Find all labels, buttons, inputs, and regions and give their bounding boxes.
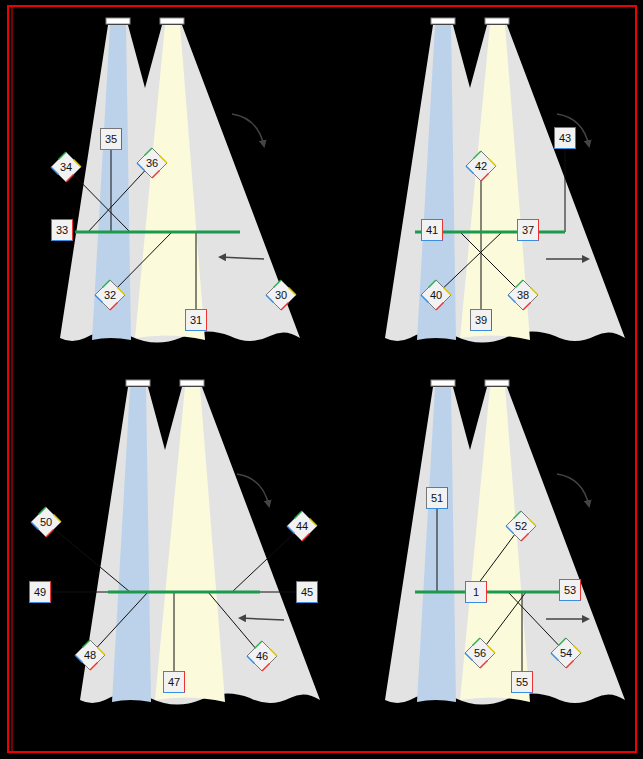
callout-number: 53 <box>564 585 576 596</box>
light-beams <box>385 18 625 343</box>
callout-box: 43 <box>554 127 576 149</box>
callout-number: 37 <box>522 225 534 236</box>
callout-box: 49 <box>29 581 51 603</box>
callout-number: 43 <box>559 133 571 144</box>
callout-number: 50 <box>40 517 52 528</box>
callout-box: 53 <box>559 579 581 601</box>
callout-number: 32 <box>104 290 116 301</box>
callout-box: 39 <box>470 309 492 331</box>
motion-arrows <box>220 114 589 620</box>
callout-number: 45 <box>301 587 313 598</box>
callout-number: 52 <box>515 521 527 532</box>
callout-box: 54 <box>550 637 582 669</box>
callout-number: 46 <box>256 651 268 662</box>
callout-number: 56 <box>474 648 486 659</box>
callout-number: 44 <box>296 521 308 532</box>
callout-number: 42 <box>475 161 487 172</box>
leader-lines <box>40 138 566 682</box>
light-beams <box>80 380 320 705</box>
callout-box: 37 <box>517 219 539 241</box>
callout-number: 47 <box>168 677 180 688</box>
light-beams <box>60 18 300 343</box>
callout-box: 52 <box>505 510 537 542</box>
callout-number: 34 <box>60 162 72 173</box>
callout-number: 40 <box>430 290 442 301</box>
callout-box: 44 <box>286 510 318 542</box>
callout-number: 38 <box>517 290 529 301</box>
callout-number: 36 <box>146 158 158 169</box>
callout-box: 31 <box>185 309 207 331</box>
callout-box: 1 <box>465 581 487 603</box>
callout-number: 39 <box>475 315 487 326</box>
callout-number: 54 <box>560 648 572 659</box>
callout-box: 40 <box>420 279 452 311</box>
callout-number: 41 <box>426 225 438 236</box>
callout-box: 51 <box>426 487 448 509</box>
callout-box: 30 <box>265 279 297 311</box>
callout-box: 41 <box>421 219 443 241</box>
callout-number: 33 <box>56 225 68 236</box>
callout-box: 46 <box>246 640 278 672</box>
callout-box: 55 <box>511 671 533 693</box>
callout-number: 48 <box>84 650 96 661</box>
callout-box: 35 <box>100 128 122 150</box>
callout-number: 49 <box>34 587 46 598</box>
callout-box: 38 <box>507 279 539 311</box>
callout-number: 35 <box>105 134 117 145</box>
callout-number: 1 <box>473 587 479 598</box>
callout-box: 42 <box>465 150 497 182</box>
callout-box: 48 <box>74 639 106 671</box>
callout-number: 55 <box>516 677 528 688</box>
light-beams <box>385 380 625 705</box>
callout-number: 51 <box>431 493 443 504</box>
callout-box: 45 <box>296 581 318 603</box>
callout-box: 50 <box>30 506 62 538</box>
callout-box: 33 <box>51 219 73 241</box>
callout-number: 31 <box>190 315 202 326</box>
callout-box: 56 <box>464 637 496 669</box>
callout-number: 30 <box>275 290 287 301</box>
callout-box: 47 <box>163 671 185 693</box>
truss-bar <box>75 232 565 592</box>
callout-box: 32 <box>94 279 126 311</box>
callout-box: 34 <box>50 151 82 183</box>
callout-box: 36 <box>136 147 168 179</box>
